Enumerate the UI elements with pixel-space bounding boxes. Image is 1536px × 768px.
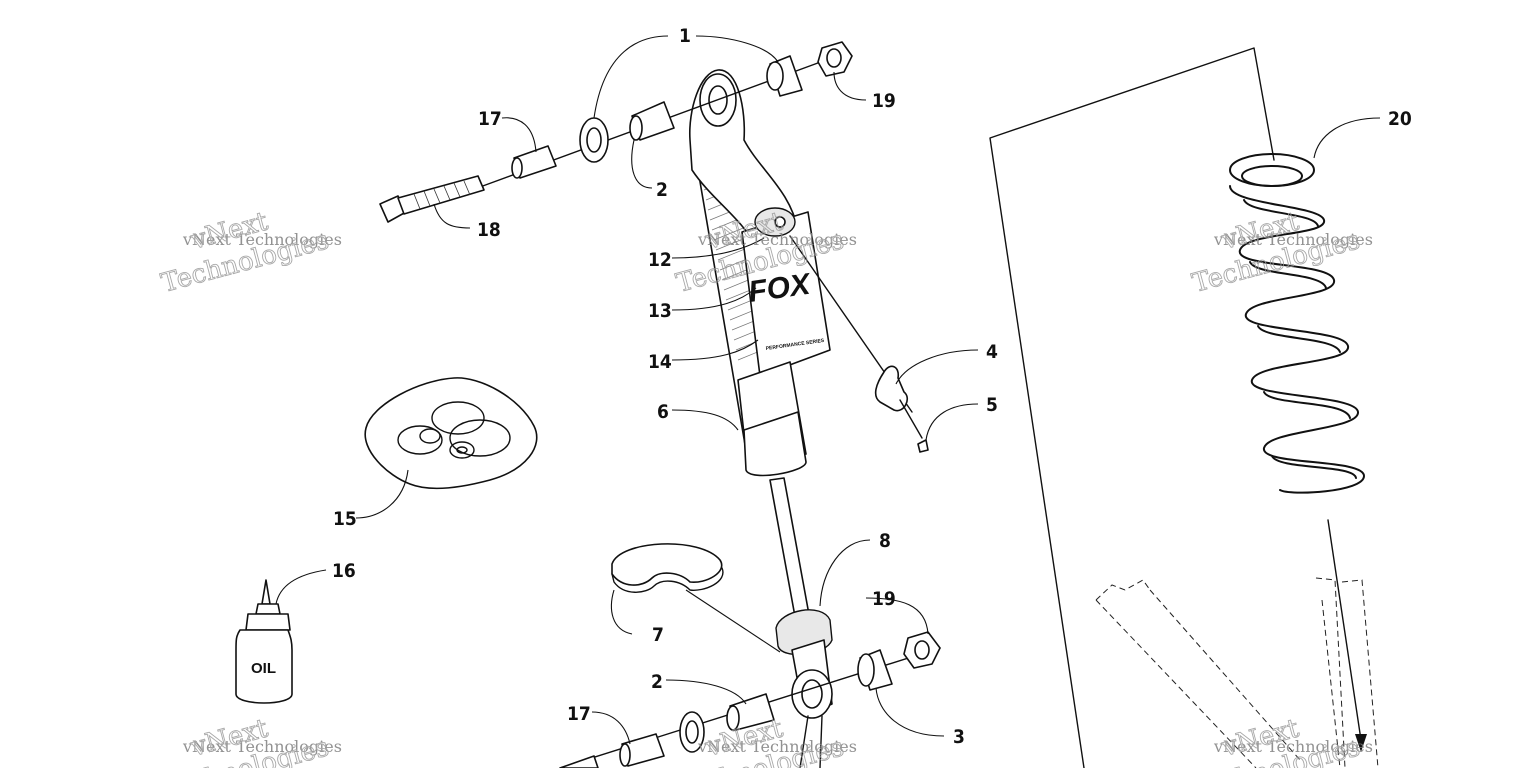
leader-lines <box>275 35 1381 745</box>
callout-2-upper: 2 <box>656 179 668 201</box>
watermark-top-left: vNext Technologies vNext Technologies <box>158 206 342 299</box>
oil-label: OIL <box>251 660 276 677</box>
watermark-text: vNext Technologies <box>182 230 342 249</box>
callout-19-lower: 19 <box>872 588 896 610</box>
callout-6: 6 <box>657 401 669 423</box>
callout-8: 8 <box>879 530 891 552</box>
shock-absorber: FOX PERFORMANCE SERIES <box>689 69 833 768</box>
assembly-frame-outline <box>989 47 1367 768</box>
callout-20: 20 <box>1388 108 1412 130</box>
callout-5: 5 <box>986 394 998 416</box>
callout-16: 16 <box>332 560 356 582</box>
callout-14: 14 <box>648 351 672 373</box>
callout-17-upper: 17 <box>478 108 502 130</box>
callout-19-upper: 19 <box>872 90 896 112</box>
callout-12: 12 <box>648 249 672 271</box>
dashed-mounting-bracket <box>1095 577 1379 768</box>
watermark-text: vNext Technologies <box>182 737 342 756</box>
watermark-bottom-left: vNext Technologies vNext Technologies <box>158 713 342 768</box>
callout-1: 1 <box>679 25 691 47</box>
callout-numbers: 1 19 17 2 18 12 13 14 6 4 5 15 16 8 7 19… <box>332 25 1412 748</box>
callout-17-lower: 17 <box>567 703 591 725</box>
upper-mount-hardware <box>379 41 853 223</box>
callout-7: 7 <box>652 624 664 646</box>
watermark-bottom-center: vNext Technologies vNext Technologies <box>673 713 857 768</box>
lower-mount-hardware <box>559 631 941 768</box>
coil-spring <box>1229 153 1365 494</box>
watermark-text: vNext Technologies <box>1213 737 1373 756</box>
watermark-text: vNext Technologies <box>697 737 857 756</box>
callout-18: 18 <box>477 219 501 241</box>
callout-13: 13 <box>648 300 672 322</box>
watermark-text: vNext Technologies <box>1213 230 1373 249</box>
callout-15: 15 <box>333 508 357 530</box>
watermark-text: vNext Technologies <box>697 230 857 249</box>
callout-2-lower: 2 <box>651 671 663 693</box>
adjuster-knob <box>789 235 929 453</box>
oil-bottle: OIL <box>235 579 293 704</box>
watermark-bottom-right: vNext Technologies vNext Technologies <box>1189 713 1373 768</box>
callout-4: 4 <box>986 341 998 363</box>
spring-retainer <box>611 543 781 653</box>
callout-3: 3 <box>953 726 965 748</box>
seal-kit-bag <box>364 377 538 490</box>
